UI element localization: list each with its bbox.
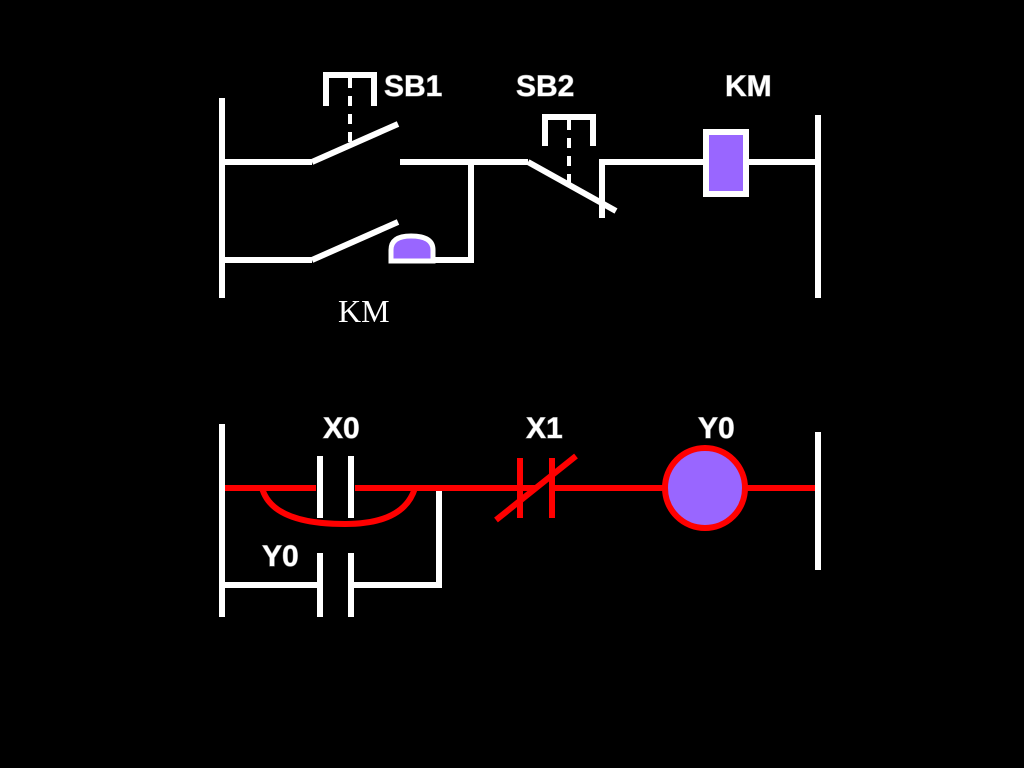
km-contact-blade <box>310 219 400 263</box>
sb1-label: SB1 <box>384 70 442 103</box>
km-holding-contact <box>222 162 474 264</box>
start-button-sb1 <box>310 72 400 165</box>
energized-path <box>225 453 815 528</box>
y0-coil-label: Y0 <box>698 412 735 445</box>
plc-ladder-diagram <box>219 424 821 617</box>
x1-contact-slash <box>494 453 578 523</box>
relay-control-circuit <box>219 72 821 298</box>
sb1-push-cap <box>323 72 377 106</box>
relay-rung-wire <box>599 159 705 218</box>
current-flow-arc <box>259 486 418 528</box>
km-contact-tip <box>388 233 436 264</box>
km-coil <box>703 129 749 197</box>
y0-branch-wire <box>353 488 442 588</box>
sb2-contact-blade <box>526 159 618 214</box>
sb2-push-cap <box>542 114 596 146</box>
y0-holding-branch <box>222 488 442 617</box>
x1-contact <box>494 453 578 523</box>
x1-label: X1 <box>526 412 563 445</box>
y0-output-coil <box>662 445 748 531</box>
stop-button-sb2 <box>526 114 618 214</box>
y0-holding-label: Y0 <box>262 540 299 573</box>
x0-label: X0 <box>323 412 360 445</box>
km-coil-label: KM <box>725 70 772 103</box>
sb2-label: SB2 <box>516 70 574 103</box>
km-contact-label: KM <box>338 293 390 329</box>
x0-contact <box>317 456 354 518</box>
sb1-contact-blade <box>310 121 400 165</box>
km-branch-wire <box>433 162 474 263</box>
